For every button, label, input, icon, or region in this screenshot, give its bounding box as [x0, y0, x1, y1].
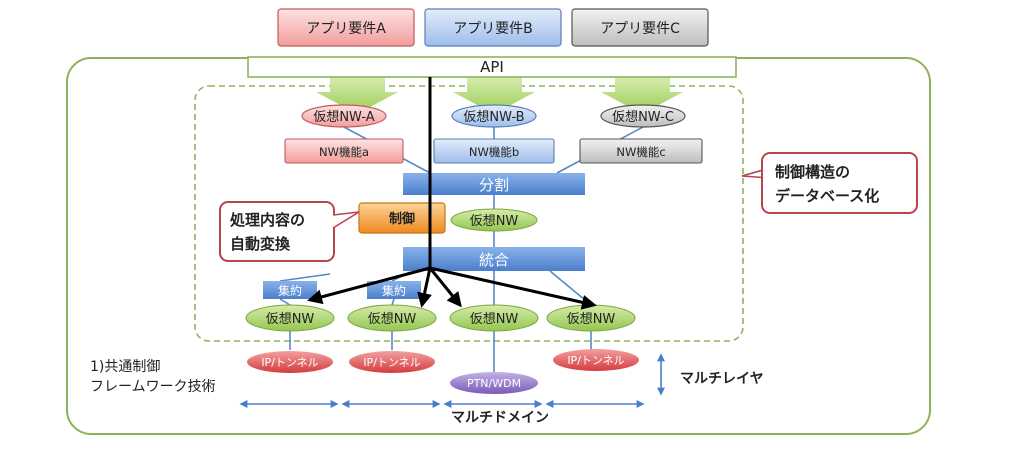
transport-node-2: IP/トンネル	[349, 351, 435, 373]
down-arrow-c	[601, 77, 683, 114]
transport-node-3: PTN/WDM	[450, 372, 538, 394]
bottom-virtual-nw-2: 仮想NW	[347, 304, 437, 332]
virtual-nw-a-label: 仮想NW-A	[313, 109, 374, 125]
multi-domain-label: マルチドメイン	[451, 410, 549, 426]
api-label: API	[480, 58, 504, 76]
control-box	[358, 202, 446, 234]
app-requirement-a-label: アプリ要件A	[306, 21, 386, 37]
bottom-virtual-nw-2-label: 仮想NW	[368, 311, 417, 327]
app-requirement-c-label: アプリ要件C	[600, 21, 680, 37]
aggregate-label-2: 集約	[382, 283, 406, 298]
transport-node-2-label: IP/トンネル	[363, 356, 420, 369]
bottom-virtual-nw-1-label: 仮想NW	[266, 311, 315, 327]
nw-function-b: NW機能b	[433, 138, 555, 164]
virtual-nw-a: 仮想NW-A	[301, 104, 387, 128]
transport-node-1-label: IP/トンネル	[261, 356, 318, 369]
framework-caption-line1: 1)共通制御	[90, 359, 160, 375]
aggregate-label-1: 集約	[278, 283, 302, 298]
app-requirement-b: アプリ要件B	[424, 8, 562, 47]
virtual-nw-c: 仮想NW-C	[600, 104, 686, 128]
down-arrow-b	[453, 77, 535, 114]
transport-node-4: IP/トンネル	[553, 349, 639, 371]
app-requirement-b-label: アプリ要件B	[453, 21, 533, 37]
nw-function-c-label: NW機能c	[616, 145, 665, 159]
down-arrow-a	[316, 77, 398, 114]
bottom-virtual-nw-4: 仮想NW	[546, 304, 636, 332]
transport-node-4-label: IP/トンネル	[567, 354, 624, 367]
callout-auto-conversion-line1: 処理内容の	[229, 211, 305, 229]
nw-function-a-label: NW機能a	[319, 145, 369, 159]
app-requirement-a: アプリ要件A	[277, 8, 415, 47]
callout-control-structure	[761, 152, 918, 214]
transport-node-1: IP/トンネル	[247, 351, 333, 373]
integrate-label: 統合	[479, 251, 509, 269]
bottom-virtual-nw-3-label: 仮想NW	[470, 311, 519, 327]
framework-caption-line2: フレームワーク技術	[90, 379, 216, 395]
api-bar	[247, 56, 737, 78]
callout-control-structure-line1: 制御構造の	[775, 163, 850, 181]
nw-function-c: NW機能c	[579, 138, 703, 164]
callout-auto-conversion-line2: 自動変換	[230, 235, 291, 253]
app-requirement-c: アプリ要件C	[571, 8, 709, 47]
bottom-virtual-nw-1: 仮想NW	[245, 304, 335, 332]
control-label: 制御	[389, 211, 415, 227]
callout-auto-conversion	[219, 201, 335, 262]
control-flow-arrows	[307, 77, 597, 310]
nw-function-a: NW機能a	[284, 138, 404, 164]
virtual-nw-b-label: 仮想NW-B	[463, 109, 524, 125]
bottom-virtual-nw-4-label: 仮想NW	[567, 311, 616, 327]
middle-virtual-nw	[450, 208, 538, 232]
split-label: 分割	[479, 176, 509, 194]
split-bar	[403, 173, 585, 195]
middle-virtual-nw-label: 仮想NW	[470, 213, 519, 229]
transport-node-3-label: PTN/WDM	[467, 377, 521, 390]
callout-control-structure-line2: データベース化	[775, 187, 879, 205]
nw-function-b-label: NW機能b	[469, 145, 519, 159]
integrate-bar	[403, 247, 585, 271]
virtual-nw-c-label: 仮想NW-C	[612, 109, 674, 125]
multi-layer-label: マルチレイヤ	[680, 371, 764, 387]
aggregate-box-1	[263, 281, 317, 299]
aggregate-box-2	[367, 281, 421, 299]
bottom-virtual-nw-3: 仮想NW	[449, 304, 539, 332]
callout-connector-2	[332, 211, 360, 229]
virtual-nw-b: 仮想NW-B	[451, 104, 537, 128]
